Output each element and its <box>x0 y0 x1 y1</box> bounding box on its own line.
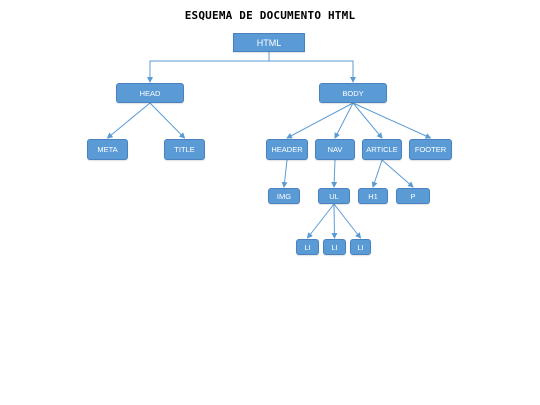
node-p: P <box>396 188 430 204</box>
connector-body-footer <box>352 102 432 139</box>
connector-html-body <box>268 52 356 83</box>
connector-html-head <box>147 52 270 83</box>
diagram-title: ESQUEMA DE DOCUMENTO HTML <box>184 9 356 22</box>
node-h1: H1 <box>358 188 388 204</box>
node-footer: FOOTER <box>409 139 452 160</box>
node-head: HEAD <box>116 83 184 103</box>
connector-article-p <box>381 159 414 188</box>
node-li-2: LI <box>323 239 346 255</box>
node-article: ARTICLE <box>362 139 402 160</box>
node-li-3: LI <box>350 239 371 255</box>
connector-ul-li1 <box>306 203 335 239</box>
node-html: HTML <box>233 33 305 52</box>
node-body: BODY <box>319 83 387 103</box>
connector-body-header <box>286 102 354 139</box>
connector-header-img <box>281 159 288 188</box>
connector-body-nav <box>334 102 354 139</box>
connector-ul-li2 <box>331 203 338 239</box>
connector-article-h1 <box>371 159 383 188</box>
node-ul: UL <box>318 188 350 204</box>
connector-body-article <box>352 102 383 139</box>
connector-nav-ul <box>331 159 338 188</box>
node-meta: META <box>87 139 128 160</box>
connector-head-title <box>149 102 186 139</box>
node-nav: NAV <box>315 139 355 160</box>
connector-ul-li3 <box>333 203 362 239</box>
connector-head-meta <box>106 102 151 139</box>
node-header: HEADER <box>266 139 308 160</box>
node-title: TITLE <box>164 139 205 160</box>
node-li-1: LI <box>296 239 319 255</box>
node-img: IMG <box>268 188 300 204</box>
